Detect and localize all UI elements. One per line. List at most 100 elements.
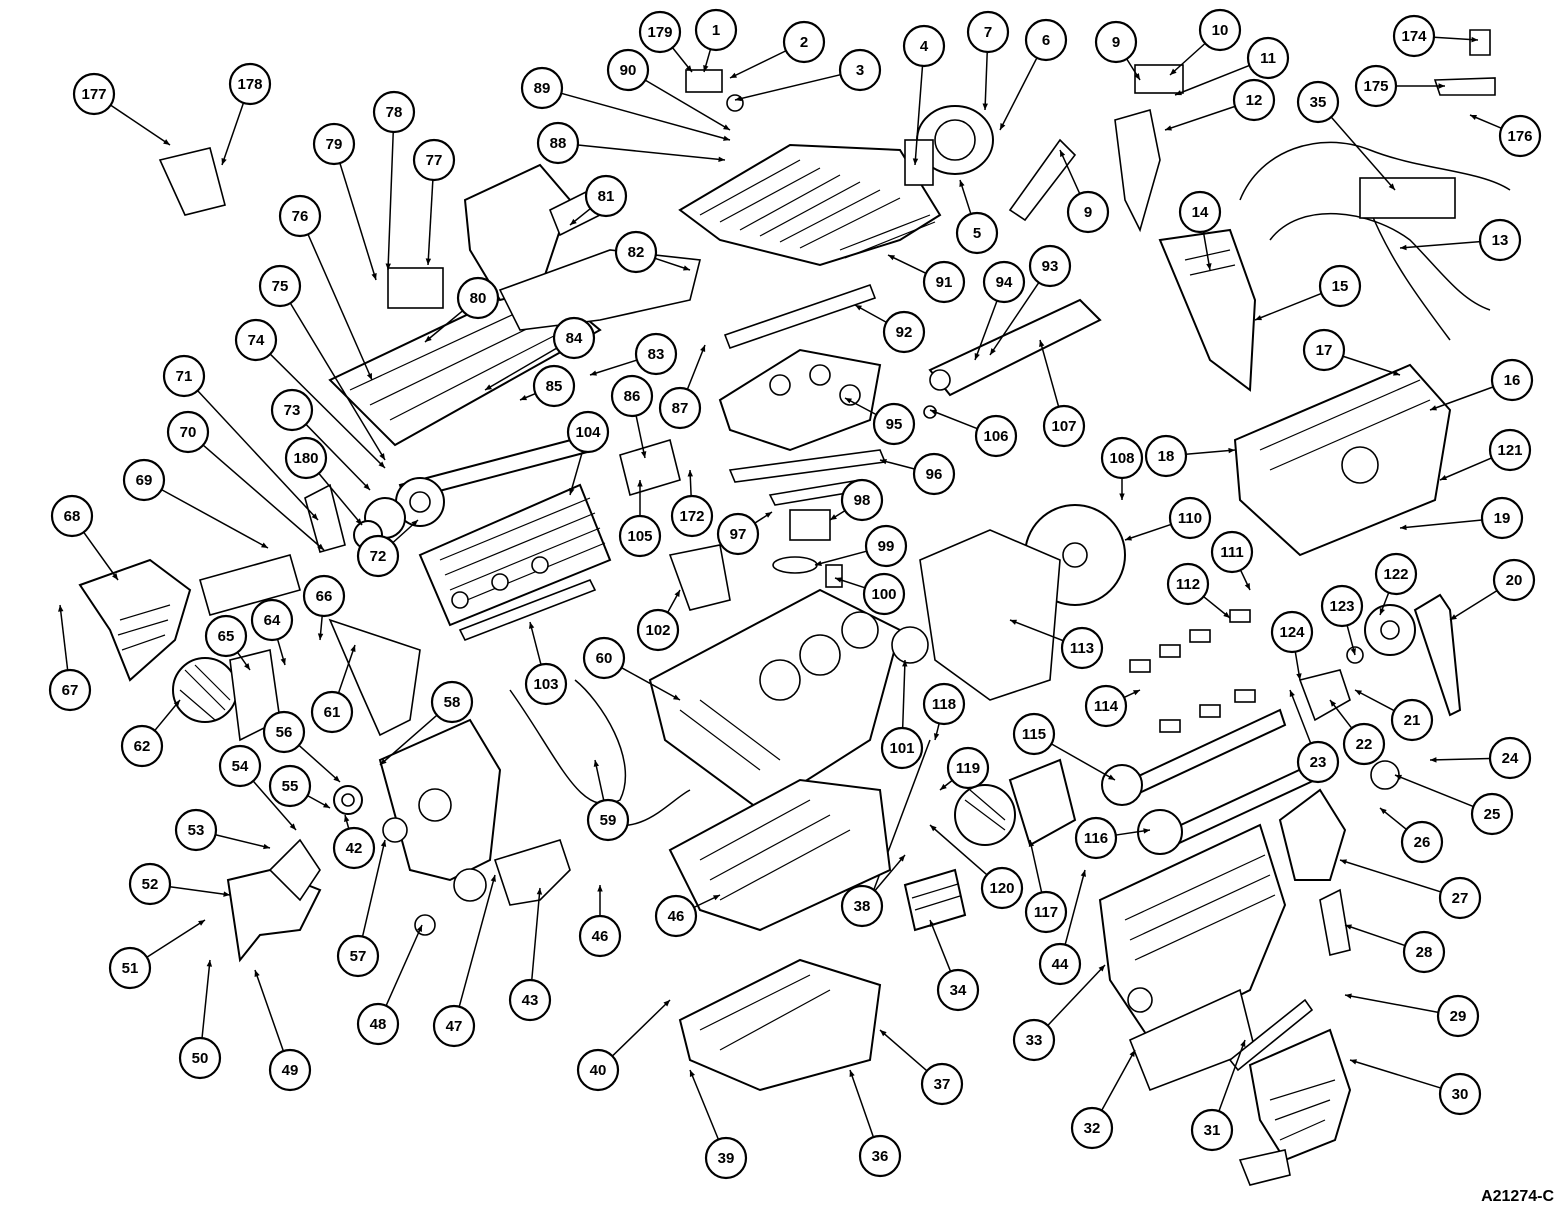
callout-bubble [634,332,678,376]
leader-arrowhead [637,480,643,487]
callout-bubble [108,946,152,990]
callout-bubble [524,662,568,706]
wiring-harness [1239,141,1511,341]
leader-line [1047,964,1106,1026]
callout-19: 19 [1399,496,1524,540]
callout-113: 113 [1009,619,1104,670]
leader-line [385,924,423,1007]
lower-intake-manifold [718,348,882,452]
leader-arrowhead [1165,125,1172,131]
leader-line [1100,1049,1136,1111]
callout-bubble [1374,552,1418,596]
callout-2: 2 [729,20,826,79]
leader-arrowhead [765,512,772,518]
callout-label: 103 [533,676,558,693]
callout-label: 28 [1416,944,1433,961]
callout-label: 120 [989,880,1014,897]
leader-arrowhead [1345,924,1352,930]
callout-31: 31 [1190,1039,1246,1152]
callout-6: 6 [999,18,1068,131]
leader-arrowhead [815,560,822,566]
leader-line [387,131,394,271]
callout-bubble [840,884,884,928]
callout-bubble [946,746,990,790]
callout-label: 117 [1034,904,1058,921]
leader-arrowhead [735,95,742,102]
callout-label: 100 [871,586,896,603]
callout-bubble [1488,736,1532,780]
leader-arrowhead [930,825,937,832]
callout-label: 115 [1022,726,1046,743]
leader-line [458,874,496,1007]
callout-label: 53 [188,822,205,839]
leader-line [1399,519,1483,529]
callout-24: 24 [1429,736,1532,780]
callout-bubble [576,1048,620,1092]
callout-label: 122 [1383,566,1408,583]
callout-bubble [1492,558,1536,602]
callout-label: 106 [983,428,1008,445]
leader-line [729,50,787,79]
leader-line [589,359,638,376]
leader-arrowhead [880,1030,887,1037]
leader-arrowhead [933,733,940,740]
leader-arrowhead [366,373,372,380]
leader-arrowhead [528,622,535,629]
callout-38: 38 [840,854,906,928]
leader-arrowhead [416,925,422,932]
leader-arrowhead [718,156,725,163]
callout-111: 111 [1210,530,1254,591]
callout-bubble [122,458,166,502]
callout-bubble [912,452,956,496]
leader-line [984,51,988,111]
callout-bubble [614,230,658,274]
leader-line [83,531,119,581]
leader-line [1164,105,1236,131]
leader-arrowhead [683,265,690,271]
leader-arrowhead [244,663,250,670]
callout-81: 81 [569,174,628,226]
callout-94: 94 [974,260,1026,361]
callout-bubble [880,726,924,770]
callout-label: 72 [370,548,387,565]
callout-bubble [262,710,306,754]
leader-arrowhead [254,970,260,977]
callout-bubble [922,260,966,304]
callout-49: 49 [254,969,312,1092]
callout-label: 33 [1026,1032,1043,1049]
callout-53: 53 [174,808,271,852]
drive-belt [1413,593,1462,717]
leader-line [318,472,363,526]
leader-arrowhead [112,573,118,580]
callout-bubble [1024,18,1068,62]
leader-line [611,999,671,1057]
callout-label: 56 [276,724,293,741]
callout-124: 124 [1270,610,1314,681]
leader-line [929,409,978,430]
callout-bubble [250,598,294,642]
right-camshaft [1101,708,1317,855]
leader-arrowhead [1340,859,1347,865]
callout-bubble [178,1036,222,1080]
callout-172: 172 [670,469,714,538]
oil-pan [678,958,882,1092]
callout-179: 179 [638,10,693,73]
callout-bubble [1024,890,1068,934]
callout-label: 31 [1204,1122,1221,1139]
callout-bubble [120,724,164,768]
leader-line [1394,774,1474,808]
callout-label: 64 [264,612,281,629]
callout-label: 19 [1494,510,1511,527]
leader-arrowhead [1080,870,1086,877]
leader-line [1169,42,1206,76]
leader-line [202,444,325,551]
leader-arrowhead [311,513,318,520]
callout-label: 39 [718,1150,735,1167]
callout-bubble [716,512,760,556]
callout-bubble [1012,1018,1056,1062]
leader-line [1342,355,1401,376]
leader-line [427,179,434,266]
callout-bubble [536,121,580,165]
callout-bubble [1488,428,1532,472]
leader-arrowhead [1345,993,1352,999]
